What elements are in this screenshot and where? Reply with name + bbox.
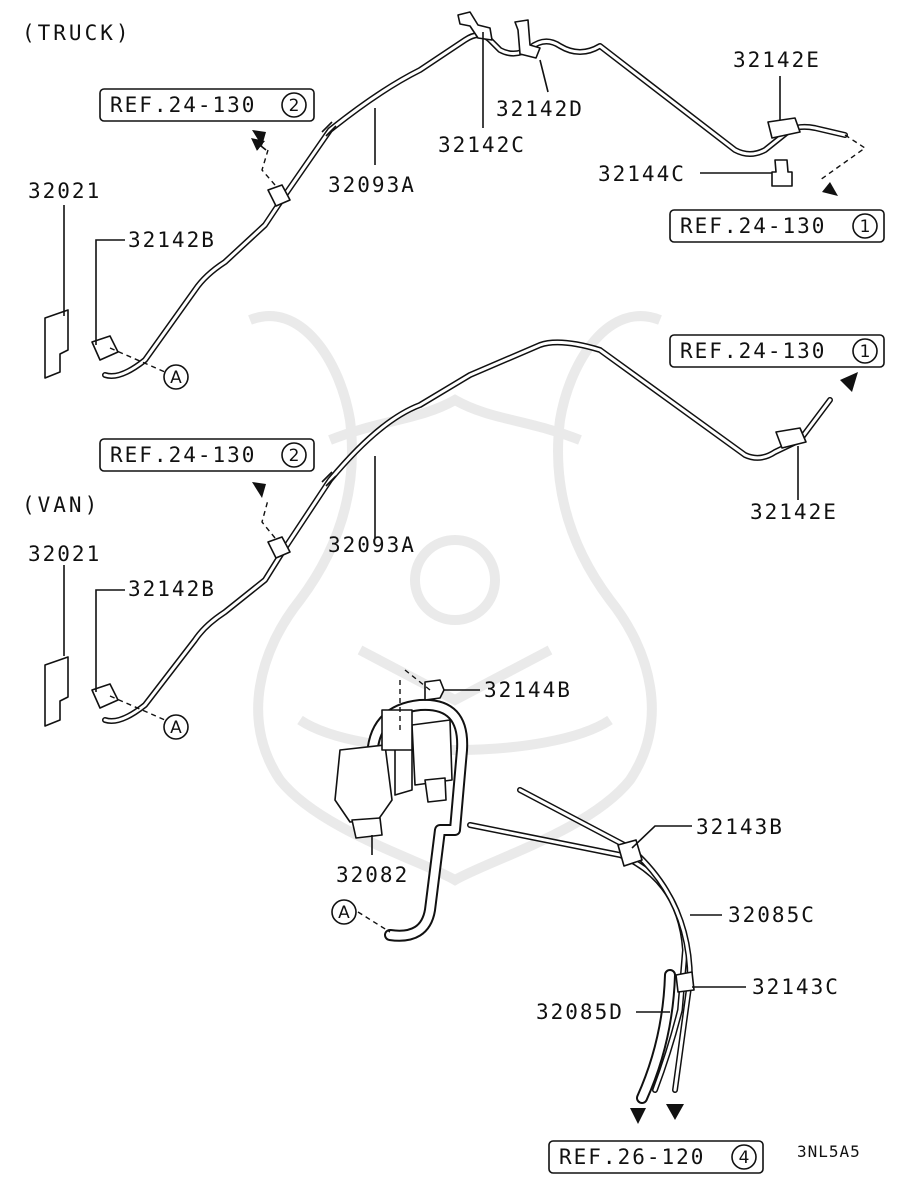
leader-truck-32142d bbox=[539, 59, 549, 93]
van-clip-32142b bbox=[91, 683, 119, 709]
label-32082: 32082 bbox=[336, 863, 409, 887]
van-bracket-32021 bbox=[44, 656, 69, 727]
van-a-link bbox=[109, 695, 166, 721]
van-marker-a: A bbox=[163, 714, 189, 740]
label-32085d: 32085D bbox=[536, 1000, 624, 1024]
label-van-32093a: 32093A bbox=[328, 533, 416, 557]
svg-text:A: A bbox=[338, 903, 350, 923]
truck-clip-32142 bbox=[267, 184, 291, 207]
label-truck-32142d: 32142D bbox=[496, 97, 584, 121]
diagram-code: 3NL5A5 bbox=[797, 1142, 861, 1161]
truck-ref2-arrowhead bbox=[252, 130, 266, 146]
label-32143c: 32143C bbox=[752, 975, 840, 999]
label-truck-32142b: 32142B bbox=[128, 228, 216, 252]
truck-marker-a: A bbox=[163, 364, 189, 390]
truck-ref2-link bbox=[261, 149, 276, 186]
bottom-ref-box-4[interactable]: REF.26-120 4 bbox=[548, 1140, 764, 1174]
van-ref-box-2[interactable]: REF.24-130 2 bbox=[99, 438, 315, 472]
truck-brake-pipe bbox=[102, 32, 848, 379]
truck-ref1-link bbox=[819, 134, 867, 181]
bottom-arrow-left bbox=[630, 1108, 646, 1124]
label-32143b: 32143B bbox=[696, 815, 784, 839]
truck-a-link bbox=[109, 347, 166, 373]
lower-a-link bbox=[357, 911, 391, 933]
lower-marker-a: A bbox=[331, 899, 357, 925]
label-32085c: 32085C bbox=[728, 903, 816, 927]
van-clip-32142 bbox=[267, 536, 291, 559]
clamp-32143b bbox=[617, 839, 643, 867]
truck-bracket-32021 bbox=[44, 309, 69, 379]
truck-ref-2-num: 2 bbox=[289, 96, 300, 116]
van-ref2-link bbox=[261, 499, 276, 539]
van-ref1-arrowhead bbox=[840, 372, 858, 392]
truck-clip-32142b bbox=[91, 335, 119, 361]
bolt-32144b bbox=[424, 679, 445, 701]
clamp-32143c bbox=[675, 971, 695, 993]
bottom-arrow-right bbox=[666, 1104, 684, 1120]
leader-van-32142b bbox=[95, 589, 125, 692]
label-truck-32142e: 32142E bbox=[733, 48, 821, 72]
truck-ref-box-2[interactable]: REF.24-130 2 bbox=[99, 88, 315, 122]
watermark-emblem bbox=[248, 311, 662, 886]
van-ref-2-text: REF.24-130 bbox=[110, 443, 256, 467]
van-ref-box-1[interactable]: REF.24-130 1 bbox=[669, 334, 885, 368]
truck-ref-2-text: REF.24-130 bbox=[110, 93, 256, 117]
truck-section-title: (TRUCK) bbox=[22, 21, 132, 45]
truck-ref2-arrow bbox=[251, 138, 267, 151]
svg-text:A: A bbox=[170, 368, 182, 388]
van-ref2-arrowhead bbox=[252, 482, 266, 498]
truck-bracket-32142e bbox=[767, 117, 801, 139]
van-section-title: (VAN) bbox=[22, 493, 100, 517]
van-ref-1-num: 1 bbox=[860, 342, 871, 362]
leader-32143b bbox=[631, 825, 692, 849]
label-truck-32142c: 32142C bbox=[438, 133, 526, 157]
vacuum-hoses-32085 bbox=[467, 787, 693, 1104]
van-ref-1-text: REF.24-130 bbox=[680, 339, 826, 363]
truck-ref-1-num: 1 bbox=[860, 217, 871, 237]
truck-ref-1-text: REF.24-130 bbox=[680, 214, 826, 238]
bottom-ref-4-num: 4 bbox=[739, 1148, 750, 1168]
van-ref-2-num: 2 bbox=[289, 446, 300, 466]
truck-fitting-32144c bbox=[771, 159, 793, 187]
label-van-32142e: 32142E bbox=[750, 500, 838, 524]
label-van-32142b: 32142B bbox=[128, 577, 216, 601]
van-brake-pipe bbox=[102, 339, 833, 724]
truck-ref1-arrowhead bbox=[822, 182, 838, 196]
label-truck-32093a: 32093A bbox=[328, 173, 416, 197]
leader-truck-32142b bbox=[95, 239, 125, 345]
solenoid-valve-32082 bbox=[334, 709, 453, 839]
van-bracket-32142e bbox=[775, 427, 807, 449]
svg-text:A: A bbox=[170, 718, 182, 738]
label-truck-32144c: 32144C bbox=[598, 162, 686, 186]
label-truck-32021: 32021 bbox=[28, 179, 101, 203]
label-van-32021: 32021 bbox=[28, 542, 101, 566]
bottom-ref-4-text: REF.26-120 bbox=[559, 1145, 705, 1169]
truck-ref-box-1[interactable]: REF.24-130 1 bbox=[669, 209, 885, 243]
truck-clip-32142d bbox=[514, 19, 541, 59]
label-32144b: 32144B bbox=[484, 678, 572, 702]
